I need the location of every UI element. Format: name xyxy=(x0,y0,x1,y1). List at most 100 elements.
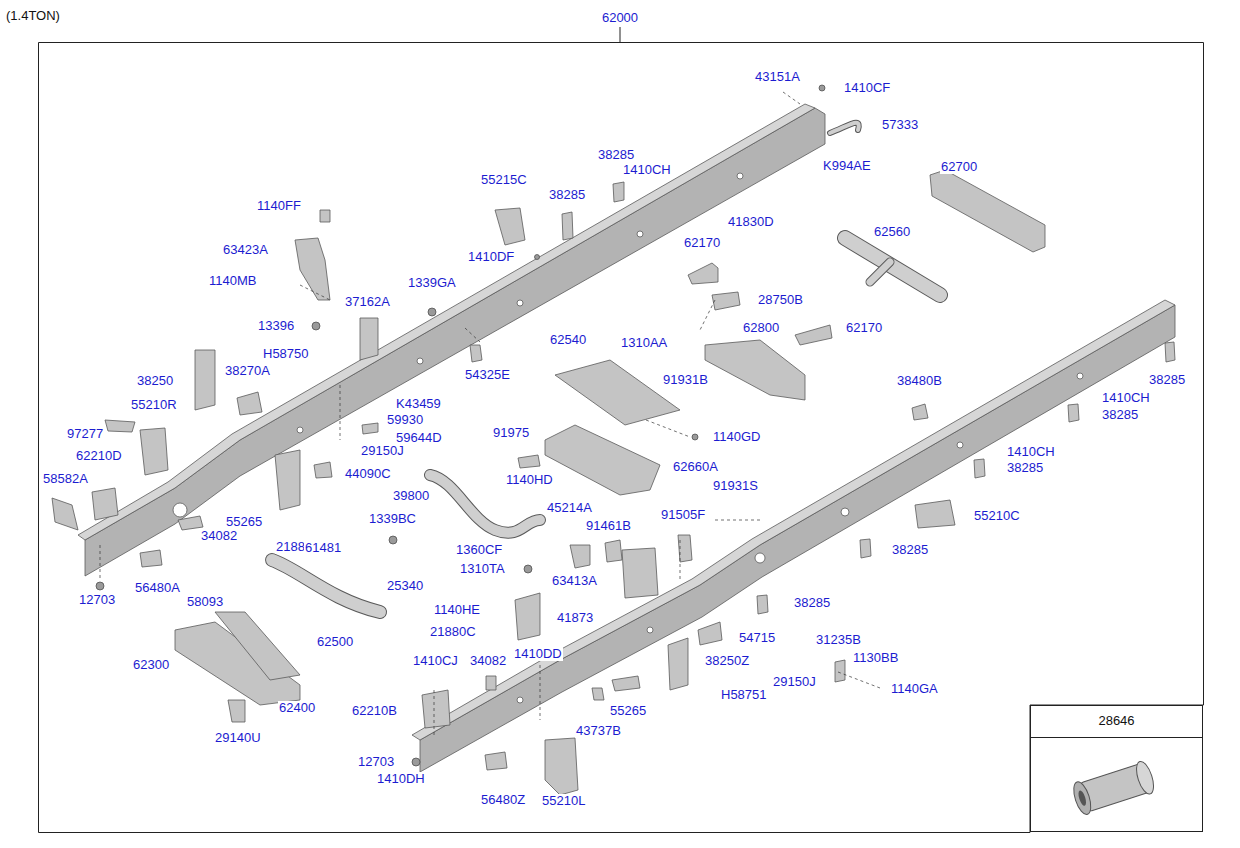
callout-number: 1140MB xyxy=(208,274,257,288)
callout-number: 56480Z xyxy=(480,793,526,807)
callout-number: 91975 xyxy=(492,426,530,440)
callout-number: 1339GA xyxy=(407,276,457,290)
inset-divider xyxy=(1030,737,1203,738)
callout-number: 45214A xyxy=(546,501,593,515)
callout-number: 38285 xyxy=(1148,373,1186,387)
callout-number: 62540 xyxy=(549,333,587,347)
inset-border xyxy=(1031,706,1203,832)
callout-number: 38285 xyxy=(1006,461,1044,475)
callout-number: 1360CF xyxy=(455,543,503,557)
callout-number: 62560 xyxy=(873,225,911,239)
callout-number: K43459 xyxy=(395,397,442,411)
callout-number: 59644D xyxy=(395,431,443,445)
callout-number: 38250Z xyxy=(704,654,750,668)
callout-number: 62660A xyxy=(672,460,719,474)
callout-number: 54715 xyxy=(738,631,776,645)
callout-number: 62210D xyxy=(75,449,123,463)
callout-number: 62300 xyxy=(132,658,170,672)
callout-number: 58582A xyxy=(42,472,89,486)
callout-number: 38270A xyxy=(224,364,271,378)
callout-number: 1140GA xyxy=(890,682,939,696)
callout-number: 56480A xyxy=(134,581,181,595)
callout-number: 1140FF xyxy=(256,199,302,213)
callout-number: 62500 xyxy=(316,635,354,649)
callout-number: 43151A xyxy=(754,70,801,84)
callout-number: 57333 xyxy=(881,118,919,132)
callout-number: 55265 xyxy=(609,704,647,718)
callout-number: 55215C xyxy=(480,173,528,187)
callout-number: 38285 xyxy=(891,543,929,557)
callout-number: 63413A xyxy=(551,574,598,588)
callout-number: 55265 xyxy=(225,515,263,529)
callout-number: 91931B xyxy=(662,373,709,387)
callout-number: 62210B xyxy=(351,704,398,718)
callout-number: 38285 xyxy=(1101,408,1139,422)
callout-number: 55210R xyxy=(130,398,178,412)
callout-number: 1410CJ xyxy=(412,654,459,668)
callout-number: 12703 xyxy=(357,755,395,769)
bushing-drawing xyxy=(1070,759,1157,816)
callout-number: 29150J xyxy=(360,444,405,458)
callout-number: 91505F xyxy=(660,508,706,522)
callout-number: 38480B xyxy=(896,374,943,388)
callout-number: 39800 xyxy=(392,489,430,503)
callout-number: 1410DH xyxy=(376,772,426,786)
callout-number: 91931S xyxy=(712,479,759,493)
group-number: 62000 xyxy=(602,10,638,25)
callout-number: 37162A xyxy=(344,295,391,309)
callout-number: 1140HD xyxy=(505,473,554,487)
callout-number: 38285 xyxy=(793,596,831,610)
callout-number: 13396 xyxy=(257,319,295,333)
callout-number: 34082 xyxy=(469,654,507,668)
callout-number: 62170 xyxy=(683,236,721,250)
callout-number: 91461B xyxy=(585,519,632,533)
callout-number: 61481 xyxy=(304,541,342,555)
callout-number: 34082 xyxy=(200,529,238,543)
callout-number: 1339BC xyxy=(368,512,417,526)
callout-number: H58750 xyxy=(262,347,310,361)
callout-number: K994AE xyxy=(822,159,872,173)
callout-number: 25340 xyxy=(386,579,424,593)
callout-number: H58751 xyxy=(720,688,768,702)
callout-number: 1140HE xyxy=(433,603,481,617)
callout-number: 38285 xyxy=(548,188,586,202)
inset-part-number: 28646 xyxy=(1098,713,1134,728)
callout-number: 12703 xyxy=(78,593,116,607)
inset-box: 28646 xyxy=(1030,705,1203,832)
callout-number: 1410CH xyxy=(1101,391,1151,405)
callout-number: 1140GD xyxy=(712,430,761,444)
page-title: (1.4TON) xyxy=(6,8,60,23)
callout-number: 31235B xyxy=(815,633,862,647)
callout-number: 41830D xyxy=(727,215,775,229)
callout-number: 97277 xyxy=(66,427,104,441)
callout-number: 54325E xyxy=(464,368,511,382)
callout-number: 55210C xyxy=(973,509,1021,523)
callout-number: 1410DD xyxy=(513,647,563,661)
callout-number: 38250 xyxy=(136,374,174,388)
callout-number: 1410CH xyxy=(622,163,672,177)
callout-number: 62700 xyxy=(940,160,978,174)
callout-number: 1410CF xyxy=(843,81,891,95)
callout-number: 55210L xyxy=(541,794,586,808)
callout-number: 62170 xyxy=(845,321,883,335)
callout-number: 1410DF xyxy=(467,250,515,264)
callout-number: 29140U xyxy=(214,731,262,745)
callout-number: 43737B xyxy=(575,724,622,738)
callout-number: 62400 xyxy=(278,701,316,715)
callout-number: 28750B xyxy=(757,293,804,307)
callout-number: 58093 xyxy=(186,595,224,609)
callout-number: 1130BB xyxy=(852,651,899,665)
frame-border xyxy=(39,43,1204,833)
leader-line xyxy=(620,27,621,42)
callout-number: 62800 xyxy=(742,321,780,335)
callout-number: 63423A xyxy=(222,243,269,257)
callout-number: 21880C xyxy=(429,625,477,639)
callout-number: 1310TA xyxy=(459,562,506,576)
callout-number: 1310AA xyxy=(620,336,668,350)
callout-number: 29150J xyxy=(772,675,817,689)
callout-number: 1410CH xyxy=(1006,445,1056,459)
callout-number: 41873 xyxy=(556,611,594,625)
